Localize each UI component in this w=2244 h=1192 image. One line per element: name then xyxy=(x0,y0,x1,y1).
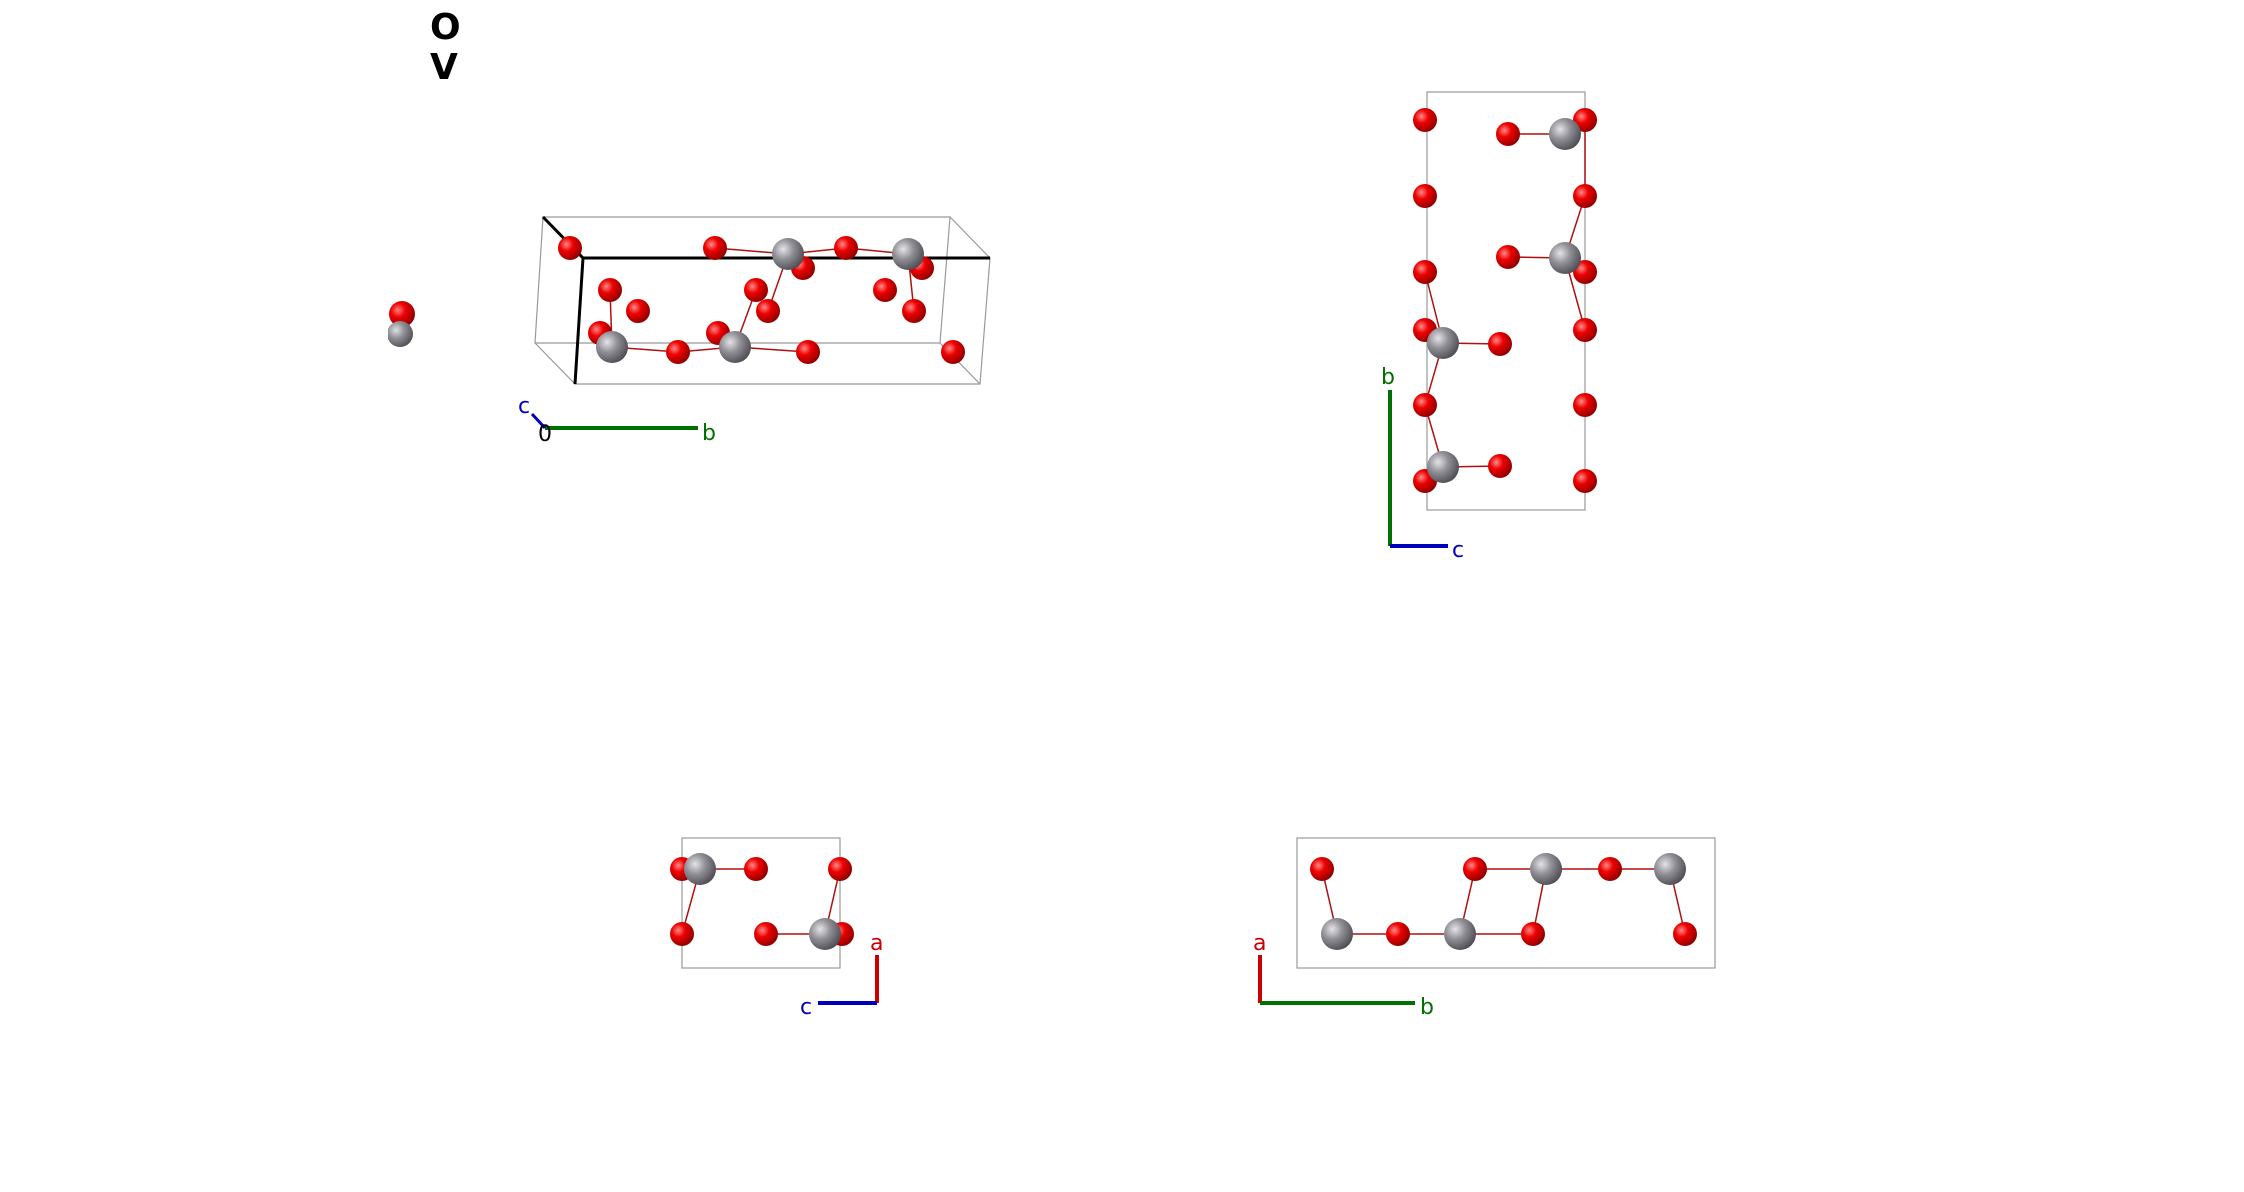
oxygen-atom xyxy=(1413,393,1437,417)
oxygen-atom xyxy=(1598,857,1622,881)
unit-cell-ac xyxy=(681,837,841,969)
view-ab: a b xyxy=(1253,837,1716,1020)
oxygen-atom xyxy=(703,236,727,260)
axis-indicator-ac: a c xyxy=(800,931,883,1020)
axis-c-label-ac: c xyxy=(800,995,812,1020)
vanadium-atom xyxy=(1427,451,1459,483)
oxygen-atom xyxy=(744,857,768,881)
legend-label-oxygen: O xyxy=(430,7,461,48)
atoms-ab xyxy=(1310,853,1697,950)
oxygen-atom xyxy=(1521,922,1545,946)
vanadium-atom xyxy=(596,331,628,363)
vanadium-atom xyxy=(1549,242,1581,274)
axis-b-label-ab: b xyxy=(1420,995,1434,1020)
oxygen-atom xyxy=(1488,454,1512,478)
oxygen-atom xyxy=(756,299,780,323)
vanadium-atom xyxy=(892,238,924,270)
oxygen-atom xyxy=(558,236,582,260)
oxygen-atom xyxy=(1573,184,1597,208)
oxygen-atom xyxy=(598,278,622,302)
oxygen-atom xyxy=(1496,122,1520,146)
vanadium-atom xyxy=(1530,853,1562,885)
oxygen-atom xyxy=(941,340,965,364)
oxygen-atom xyxy=(1463,857,1487,881)
legend-item-oxygen: O xyxy=(430,8,490,48)
legend-label-vanadium: V xyxy=(430,47,458,88)
oxygen-atom xyxy=(1488,332,1512,356)
oxygen-atom xyxy=(873,278,897,302)
axis-indicator-bc: b c xyxy=(1381,365,1464,563)
oxygen-atom xyxy=(796,340,820,364)
vanadium-atom xyxy=(684,853,716,885)
vanadium-atom xyxy=(1427,327,1459,359)
oxygen-atom xyxy=(828,857,852,881)
oxygen-atom xyxy=(1573,469,1597,493)
atoms-ac xyxy=(670,853,854,950)
oxygen-atom xyxy=(1573,108,1597,132)
vanadium-atom xyxy=(1444,918,1476,950)
atoms-bc xyxy=(1413,108,1597,493)
oxygen-atom xyxy=(1310,857,1334,881)
legend-atom-marker xyxy=(388,301,415,347)
axis-indicator-ab: a b xyxy=(1253,931,1434,1020)
vanadium-atom xyxy=(1549,118,1581,150)
axis-c-label-bc: c xyxy=(1452,538,1464,563)
oxygen-atom xyxy=(670,922,694,946)
oxygen-atom xyxy=(1573,393,1597,417)
atoms-perspective xyxy=(558,236,965,364)
axis-indicator-perspective: 0 b c xyxy=(518,394,716,447)
legend-item-vanadium: V xyxy=(430,48,490,88)
oxygen-atom xyxy=(754,922,778,946)
axis-b-label-bc: b xyxy=(1381,365,1395,390)
bonds-bc xyxy=(1424,119,1586,468)
element-legend: O V xyxy=(430,8,490,88)
view-perspective: 0 b c xyxy=(518,215,991,447)
oxygen-atom xyxy=(626,299,650,323)
legend-oxygen-sphere xyxy=(389,301,415,327)
oxygen-atom xyxy=(666,340,690,364)
vanadium-atom xyxy=(719,331,751,363)
oxygen-atom xyxy=(1386,922,1410,946)
axis-a-label-ac: a xyxy=(870,931,883,956)
oxygen-atom xyxy=(834,236,858,260)
oxygen-atom xyxy=(1673,922,1697,946)
axis-a-label-ab: a xyxy=(1253,931,1266,956)
legend-vanadium-sphere xyxy=(388,321,413,347)
view-ac: a c xyxy=(670,837,883,1020)
oxygen-atom xyxy=(1413,108,1437,132)
axis-b-label: b xyxy=(702,421,716,446)
oxygen-atom xyxy=(1496,245,1520,269)
axis-origin-label: 0 xyxy=(538,422,552,447)
unit-cell-bc xyxy=(1426,91,1586,511)
vanadium-atom xyxy=(809,918,841,950)
vanadium-atom xyxy=(772,238,804,270)
unit-cell-ab xyxy=(1296,837,1716,969)
oxygen-atom xyxy=(1573,260,1597,284)
oxygen-atom xyxy=(1413,184,1437,208)
oxygen-atom xyxy=(744,278,768,302)
view-bc: b c xyxy=(1381,91,1597,563)
bonds-ab xyxy=(1321,868,1686,935)
axis-c-label: c xyxy=(518,394,530,419)
oxygen-atom xyxy=(1573,318,1597,342)
vanadium-atom xyxy=(1654,853,1686,885)
oxygen-atom xyxy=(1413,260,1437,284)
vanadium-atom xyxy=(1321,918,1353,950)
oxygen-atom xyxy=(902,299,926,323)
